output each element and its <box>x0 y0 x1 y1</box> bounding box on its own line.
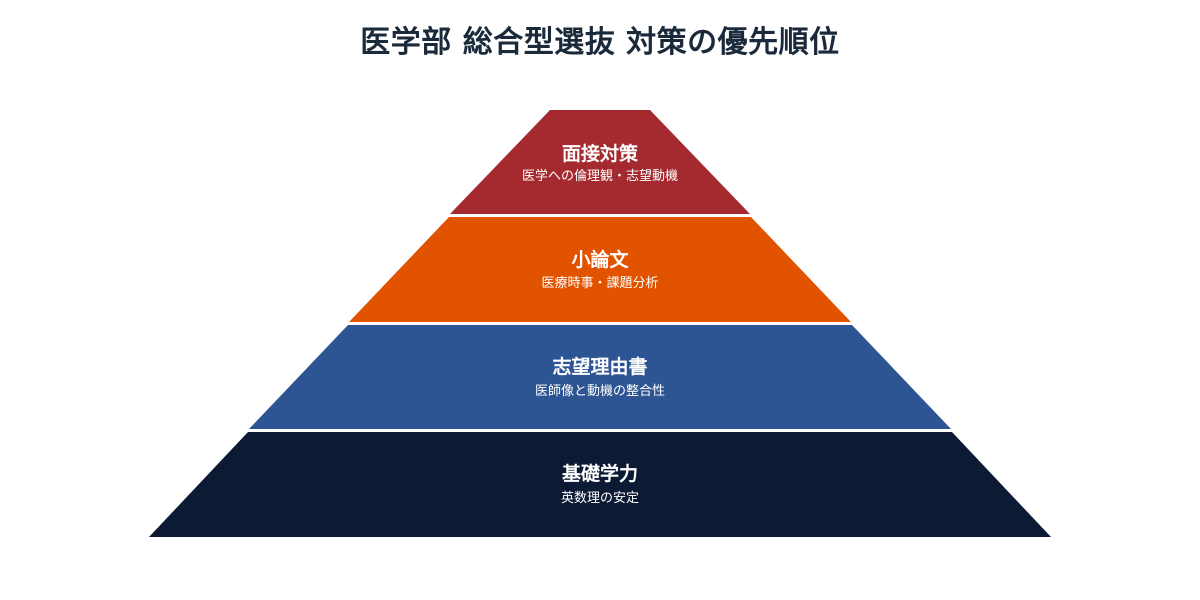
pyramid-layer-2-shape <box>349 217 851 322</box>
pyramid-layer-4-label: 基礎学力 <box>561 462 638 485</box>
pyramid-layer-1-sub: 医学への倫理観・志望動機 <box>522 168 678 184</box>
pyramid-layer-4-shape <box>149 432 1051 537</box>
pyramid-layer-3-sub: 医師像と動機の整合性 <box>535 384 665 399</box>
pyramid-layer-2-sub: 医療時事・課題分析 <box>541 275 658 291</box>
pyramid-layer-3: 志望理由書 医師像と動機の整合性 <box>249 325 951 429</box>
page-title: 医学部 総合型選抜 対策の優先順位 <box>360 25 840 60</box>
pyramid-layer-3-shape <box>249 325 951 429</box>
pyramid-layer-4-sub: 英数理の安定 <box>561 491 639 506</box>
pyramid-layer-3-label: 志望理由書 <box>552 355 647 378</box>
pyramid-layer-2: 小論文 医療時事・課題分析 <box>349 217 851 322</box>
pyramid-layer-4: 基礎学力 英数理の安定 <box>149 432 1051 537</box>
pyramid-layer-1: 面接対策 医学への倫理観・志望動機 <box>450 110 750 214</box>
pyramid-layer-1-label: 面接対策 <box>562 142 639 165</box>
pyramid-layer-2-label: 小論文 <box>571 248 629 271</box>
pyramid-layer-1-shape <box>450 110 750 214</box>
